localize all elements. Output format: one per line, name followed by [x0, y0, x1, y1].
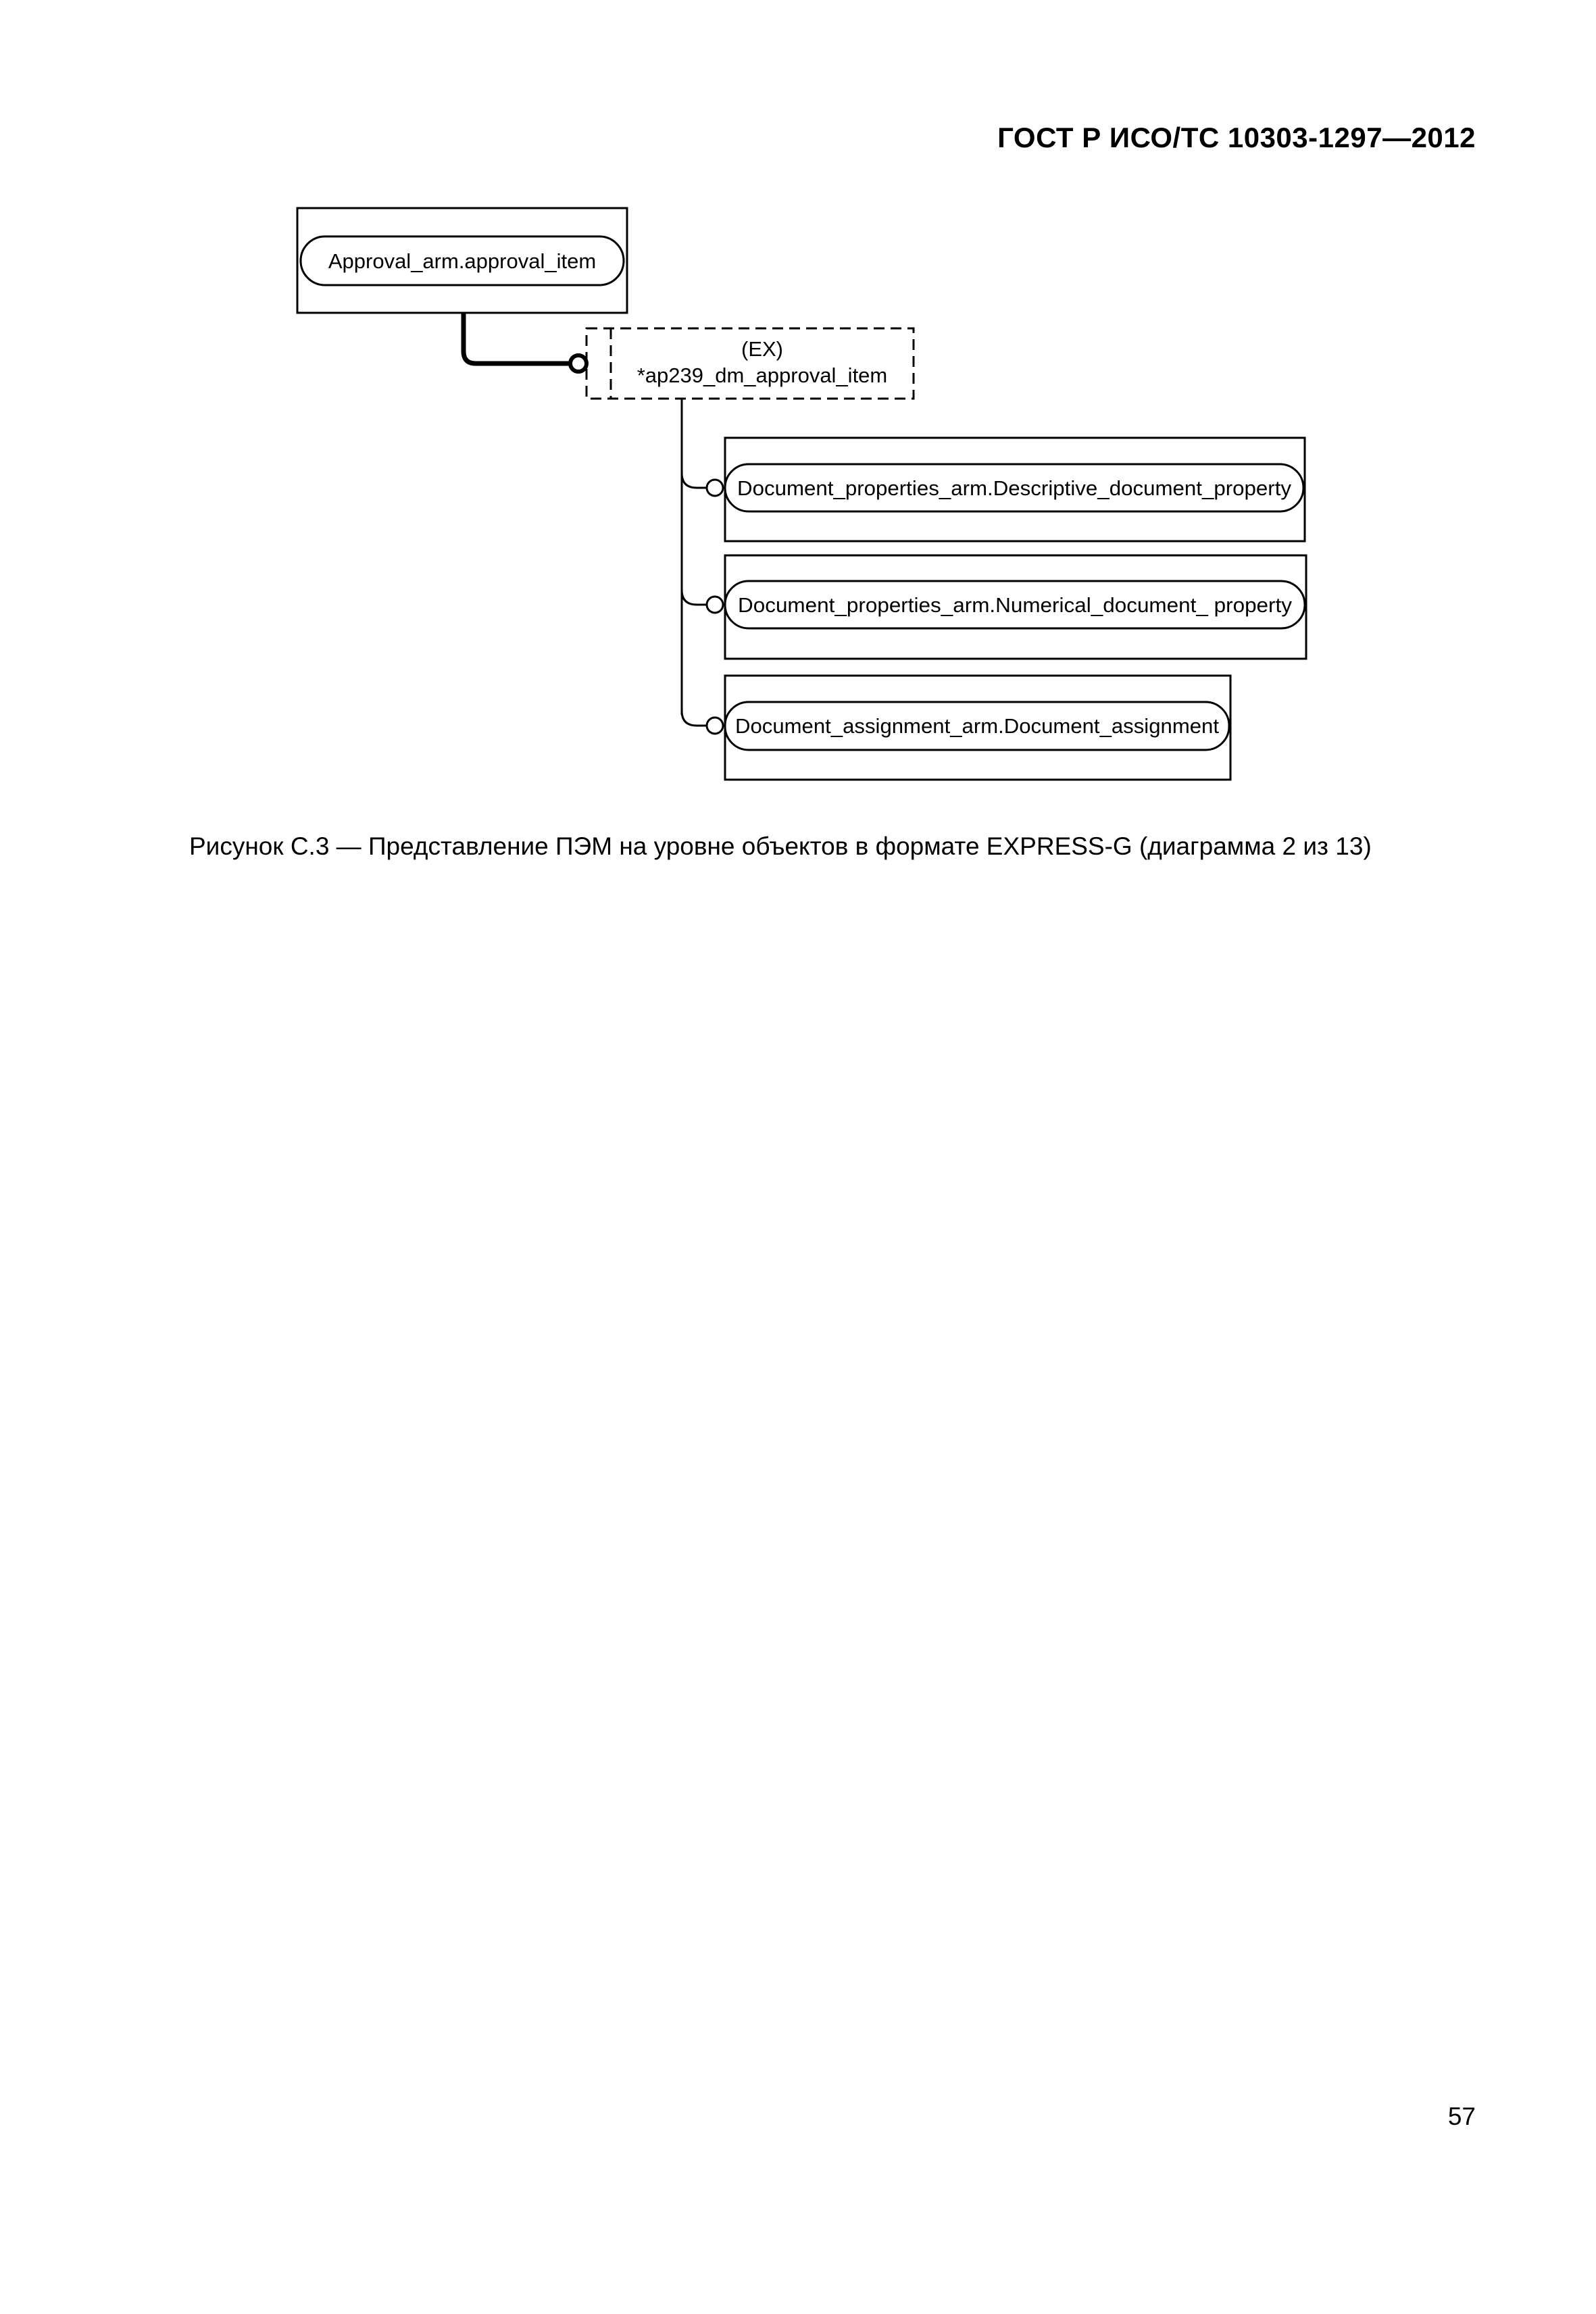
child-entity-2: Document_properties_arm.Numerical_docume…	[680, 554, 1307, 660]
root-entity-pill	[299, 235, 625, 286]
root-entity: Approval_arm.approval_item	[296, 207, 628, 314]
figure-caption: Рисунок С.3 — Представление ПЭМ на уровн…	[189, 832, 1372, 860]
document-header: ГОСТ Р ИСО/ТС 10303-1297—2012	[997, 122, 1476, 153]
child-1-label: Document_properties_arm.Descriptive_docu…	[737, 476, 1292, 500]
child-3-end-circle	[705, 716, 724, 735]
child-3-branch	[680, 710, 707, 727]
express-g-diagram: Approval_arm.approval_item (EX) *ap239_d…	[296, 207, 1307, 781]
page-number: 57	[1447, 2103, 1476, 2130]
select-type-tag: (EX)	[741, 337, 783, 361]
root-to-select-end-circle	[568, 353, 589, 374]
select-type-label: *ap239_dm_approval_item	[637, 363, 888, 387]
child-2-label: Document_properties_arm.Numerical_docume…	[738, 593, 1293, 617]
child-3-pill	[724, 701, 1230, 751]
select-type: (EX) *ap239_dm_approval_item	[585, 327, 915, 400]
root-entity-label: Approval_arm.approval_item	[328, 249, 596, 273]
child-1-branch	[680, 472, 707, 489]
child-2-pill	[724, 580, 1306, 630]
child-entity-1: Document_properties_arm.Descriptive_docu…	[680, 436, 1306, 543]
child-1-end-circle	[705, 478, 724, 497]
root-to-select-connector	[461, 313, 570, 366]
child-2-end-circle	[705, 595, 724, 614]
select-type-box	[585, 327, 915, 400]
child-entity-3: Document_assignment_arm.Document_assignm…	[680, 674, 1232, 781]
child-2-branch	[680, 589, 707, 606]
child-3-label: Document_assignment_arm.Document_assignm…	[735, 714, 1219, 738]
child-1-pill	[724, 463, 1305, 513]
